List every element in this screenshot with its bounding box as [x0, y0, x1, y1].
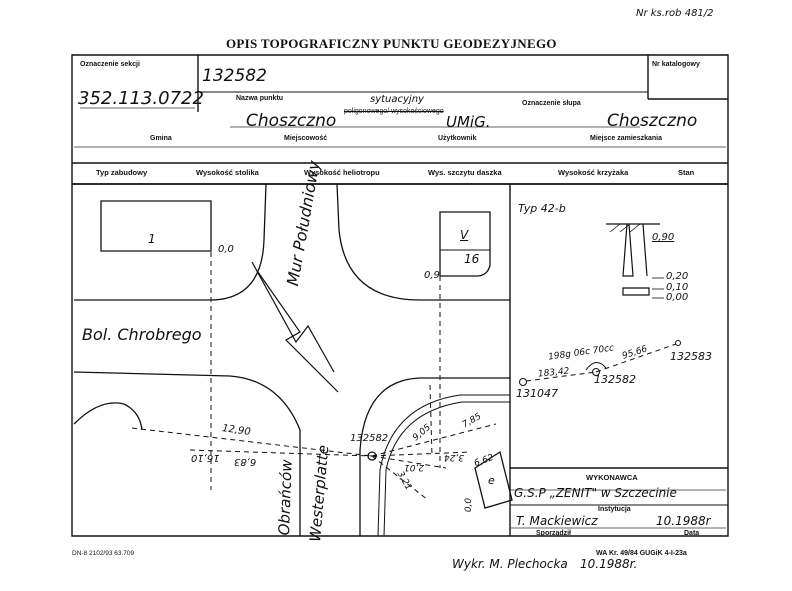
column-wys-szczytu-daszka: Wys. szczytu daszka — [428, 168, 502, 177]
marker-depth-top: 0,90 — [652, 232, 675, 243]
page-title: OPIS TOPOGRAFICZNY PUNKTU GEODEZYJNEGO — [226, 36, 557, 51]
traverse-right-point — [676, 341, 681, 346]
marker-depth-10: 0,10 — [666, 282, 689, 293]
building-e-label: e — [488, 474, 495, 487]
column-wysokosc-heliotropu: Wysokość heliotropu — [304, 168, 380, 177]
dash-324 — [372, 456, 446, 468]
outer-frame — [72, 55, 728, 536]
column-wysokosc-stolika: Wysokość stolika — [196, 168, 259, 177]
point-main-label: 132582 — [350, 433, 389, 444]
building-v-label: V — [460, 228, 469, 242]
gmina-label: Gmina — [150, 135, 172, 142]
building-1-label: 1 — [148, 232, 156, 246]
traverse-angle-arc — [586, 362, 606, 370]
point-type-struck: poligonowego/ wysokościowego — [344, 108, 444, 115]
marker-depth-20: 0,20 — [666, 271, 689, 282]
residence-label: Miejsce zamieszkania — [590, 135, 662, 142]
offset-b-label: 0,9 — [424, 270, 440, 281]
institution-label: Instytucja — [598, 506, 631, 513]
form-code-right: WA Kr. 49/84 GUGiK 4-I-23a — [596, 550, 687, 557]
dist-0-0: 0,0 — [464, 497, 475, 513]
traverse-center-point — [593, 369, 600, 376]
locality-label: Miejscowość — [284, 135, 328, 142]
traverse-center-point-label: 132582 — [594, 373, 636, 386]
offset-a-label: 0,0 — [218, 244, 234, 255]
curb-se-inner-2 — [384, 402, 510, 536]
point-type: sytuacyjny — [370, 94, 424, 105]
building-e — [475, 452, 512, 508]
column-stan: Stan — [678, 168, 695, 177]
section-label: Oznaczenie sekcji — [80, 61, 140, 68]
date-label: Data — [684, 530, 700, 537]
building-1 — [101, 201, 211, 251]
marker-plate — [623, 288, 649, 295]
point-main-symbol — [368, 452, 376, 460]
dash-321 — [372, 456, 428, 500]
curb-ne — [337, 184, 510, 300]
traverse-left-point — [520, 379, 527, 386]
catalog-label: Nr katalogowy — [652, 61, 700, 68]
north-arrow — [258, 272, 338, 392]
point-name-label: Nazwa punktu — [236, 95, 284, 102]
form-code-left: DN-8 2102/93 63.709 — [72, 550, 135, 557]
ground-hatch — [610, 224, 640, 232]
marker-post-side — [643, 224, 647, 276]
traverse-left — [526, 372, 596, 381]
dist-2-01: 2,01 — [404, 462, 425, 472]
traverse-right-point-label: 132583 — [670, 350, 712, 363]
sw-arc — [74, 403, 142, 430]
dist-16-10: 16,10 — [191, 452, 220, 463]
curb-sw — [74, 372, 300, 536]
gmina-value: Choszczno — [246, 111, 337, 131]
traverse-left-point-label: 131047 — [516, 387, 558, 400]
curb-nw — [74, 184, 266, 300]
dist-6-83: 6,83 — [234, 456, 257, 467]
marker-depth-00: 0,00 — [666, 292, 689, 303]
street-obrancow: Obrańców — [275, 459, 296, 536]
section-value: 352.113.0722 — [78, 88, 204, 109]
top-reference: Nr ks.rob 481/2 — [636, 8, 714, 19]
building-16-label: 16 — [464, 252, 480, 266]
marker-type: Typ 42-b — [518, 202, 566, 215]
curb-se — [360, 378, 510, 536]
marker-post — [623, 224, 633, 276]
dash-662 — [372, 452, 470, 456]
building-16 — [440, 212, 490, 276]
column-typ-zabudowy: Typ zabudowy — [96, 168, 148, 177]
drawn-by: Wykr. M. Plechocka — [452, 557, 568, 571]
curb-se-inner — [378, 395, 510, 536]
dash-1610 — [190, 450, 372, 456]
pillar-label: Oznaczenie słupa — [522, 100, 581, 107]
column-wysokosc-krzyzaka: Wysokość krzyżaka — [558, 168, 629, 177]
drawn-date: 10.1988r. — [580, 557, 638, 571]
user-label: Użytkownik — [438, 135, 477, 142]
north-arrow-2 — [252, 262, 334, 372]
residence-value: Choszczno — [607, 111, 698, 131]
street-bol-chrobrego: Bol. Chrobrego — [82, 325, 202, 344]
user-value: UMiG. — [446, 113, 491, 131]
prepared-label: Sporządził — [536, 530, 572, 537]
dash-905 — [430, 385, 432, 456]
contractor-value: G.S.P „ZENIT" w Szczecinie — [514, 486, 677, 500]
point-number: 132582 — [202, 66, 267, 86]
dash-1290 — [132, 428, 372, 456]
dist-3-24: 3,24 — [444, 452, 465, 462]
author-value: T. Mackiewicz — [516, 514, 598, 528]
contractor-label: WYKONAWCA — [586, 473, 638, 482]
dash-785 — [372, 424, 496, 456]
author-date: 10.1988r — [656, 514, 711, 528]
